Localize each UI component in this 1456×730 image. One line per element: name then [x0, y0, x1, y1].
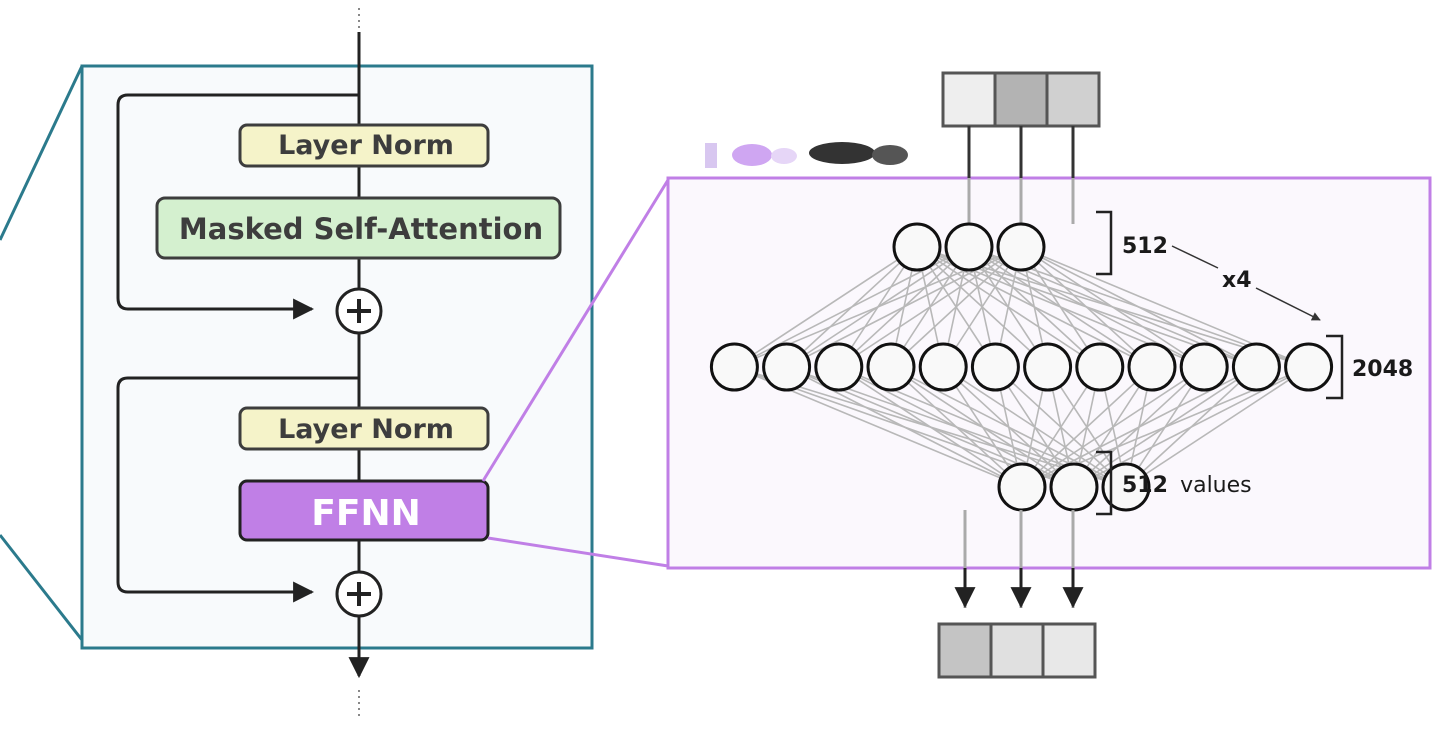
input-neuron [944, 222, 994, 272]
network-edge [1021, 366, 1153, 488]
layer-norm-2-box [238, 406, 490, 451]
bottom-layer-label: 512 values [1122, 472, 1252, 498]
hidden-neuron [1127, 342, 1177, 392]
hidden-neuron [762, 342, 812, 392]
hidden-neuron [1075, 342, 1125, 392]
expand-line-left-bottom [0, 534, 84, 641]
input-vector-cell [1045, 71, 1101, 128]
expand-line-left-top [0, 65, 84, 241]
hidden-neuron [918, 342, 968, 392]
layer-norm-1-label: Layer Norm [278, 130, 454, 161]
network-edge [1020, 246, 1205, 368]
network-edge [733, 246, 918, 368]
hidden-layer-size-label: 2048 [1352, 357, 1413, 382]
network-edge [1021, 366, 1205, 488]
ffnn-box [238, 479, 490, 542]
layer-norm-2-label: Layer Norm [278, 414, 454, 445]
bottom-layer-suffix: values [1180, 473, 1252, 498]
hidden-neuron [814, 342, 864, 392]
expansion-arrow-b [1255, 287, 1321, 321]
blurred-logo [705, 142, 908, 168]
input-neuron [996, 222, 1046, 272]
top-layer-size-label: 512 [1122, 234, 1168, 259]
masked-self-attention-box [155, 196, 562, 260]
network-neurons [709, 222, 1334, 512]
hidden-neuron [709, 342, 759, 392]
hidden-neuron [866, 342, 916, 392]
hidden-neuron [1284, 342, 1334, 392]
output-vector-cell [989, 622, 1045, 679]
ffnn-label: FFNN [311, 493, 420, 534]
output-neuron [1049, 462, 1099, 512]
network-edge [1125, 366, 1310, 488]
output-neuron [1101, 462, 1151, 512]
network-edge [1020, 246, 1153, 368]
residual-connection-1 [116, 93, 359, 320]
output-vector-cell [1041, 622, 1097, 679]
residual-connection-2 [116, 376, 359, 603]
masked-self-attention-label: Masked Self-Attention [179, 212, 543, 246]
expansion-multiplier-label: x4 [1222, 268, 1252, 293]
bottom-layer-size: 512 [1122, 473, 1168, 498]
network-edge [838, 246, 1022, 368]
network-edge [890, 366, 1023, 488]
output-vector-cell [937, 622, 993, 679]
layer-norm-1-box [238, 123, 490, 168]
output-vector [937, 622, 1097, 679]
network-edge [838, 366, 1023, 488]
network-edge [890, 246, 1022, 368]
zoom-line-top [481, 179, 670, 482]
bracket-hidden [1326, 334, 1344, 400]
input-vector [941, 71, 1101, 128]
expansion-arrow-a [1171, 245, 1219, 269]
output-neuron [997, 462, 1047, 512]
input-vector-cell [993, 71, 1049, 128]
bracket-bottom [1096, 450, 1113, 516]
hidden-neuron [1231, 342, 1281, 392]
input-vector-cell [941, 71, 997, 128]
hidden-neuron [1179, 342, 1229, 392]
bracket-top [1096, 210, 1113, 276]
hidden-neuron [1023, 342, 1073, 392]
input-neuron [892, 222, 942, 272]
hidden-neuron [970, 342, 1020, 392]
zoom-line-bottom [487, 536, 669, 568]
